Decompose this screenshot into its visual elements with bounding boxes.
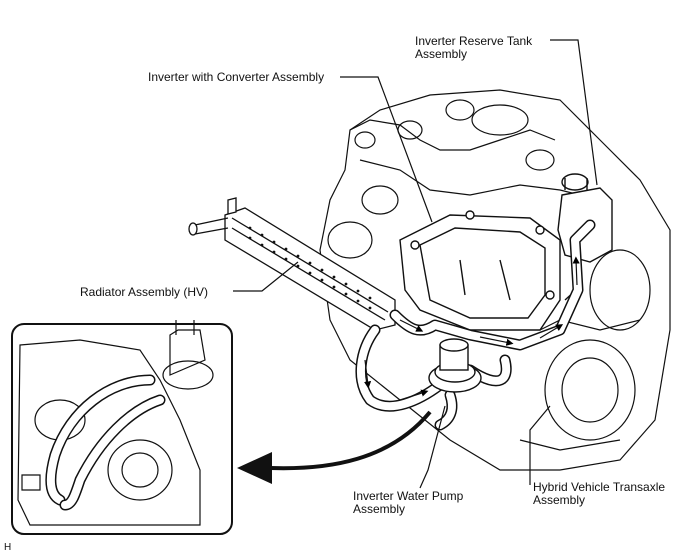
label-pump-line2: Assembly [353, 502, 406, 516]
label-reserve-tank-line2: Assembly [415, 47, 468, 61]
label-transaxle: Hybrid Vehicle Transaxle Assembly [533, 481, 665, 507]
inset-detail [11, 320, 233, 535]
water-pump [428, 338, 482, 393]
label-inverter: Inverter with Converter Assembly [148, 70, 325, 84]
inverter-box [399, 210, 561, 331]
label-pump: Inverter Water Pump Assembly [353, 490, 463, 516]
label-pump-line1: Inverter Water Pump [353, 489, 464, 503]
flow-arrows [363, 256, 580, 401]
label-reserve-tank-line1: Inverter Reserve Tank [415, 34, 533, 48]
leader-lines [233, 39, 598, 489]
corner-mark: H [4, 542, 12, 553]
engine-block [319, 89, 671, 471]
callout-arrow [237, 410, 432, 484]
label-transaxle-line2: Assembly [533, 493, 586, 507]
label-reserve-tank: Inverter Reserve Tank Assembly [415, 35, 532, 61]
label-transaxle-line1: Hybrid Vehicle Transaxle [533, 480, 666, 494]
radiator [188, 197, 396, 331]
radiator-fins [248, 226, 372, 310]
label-radiator: Radiator Assembly (HV) [80, 285, 209, 299]
coolant-hoses [355, 219, 596, 431]
